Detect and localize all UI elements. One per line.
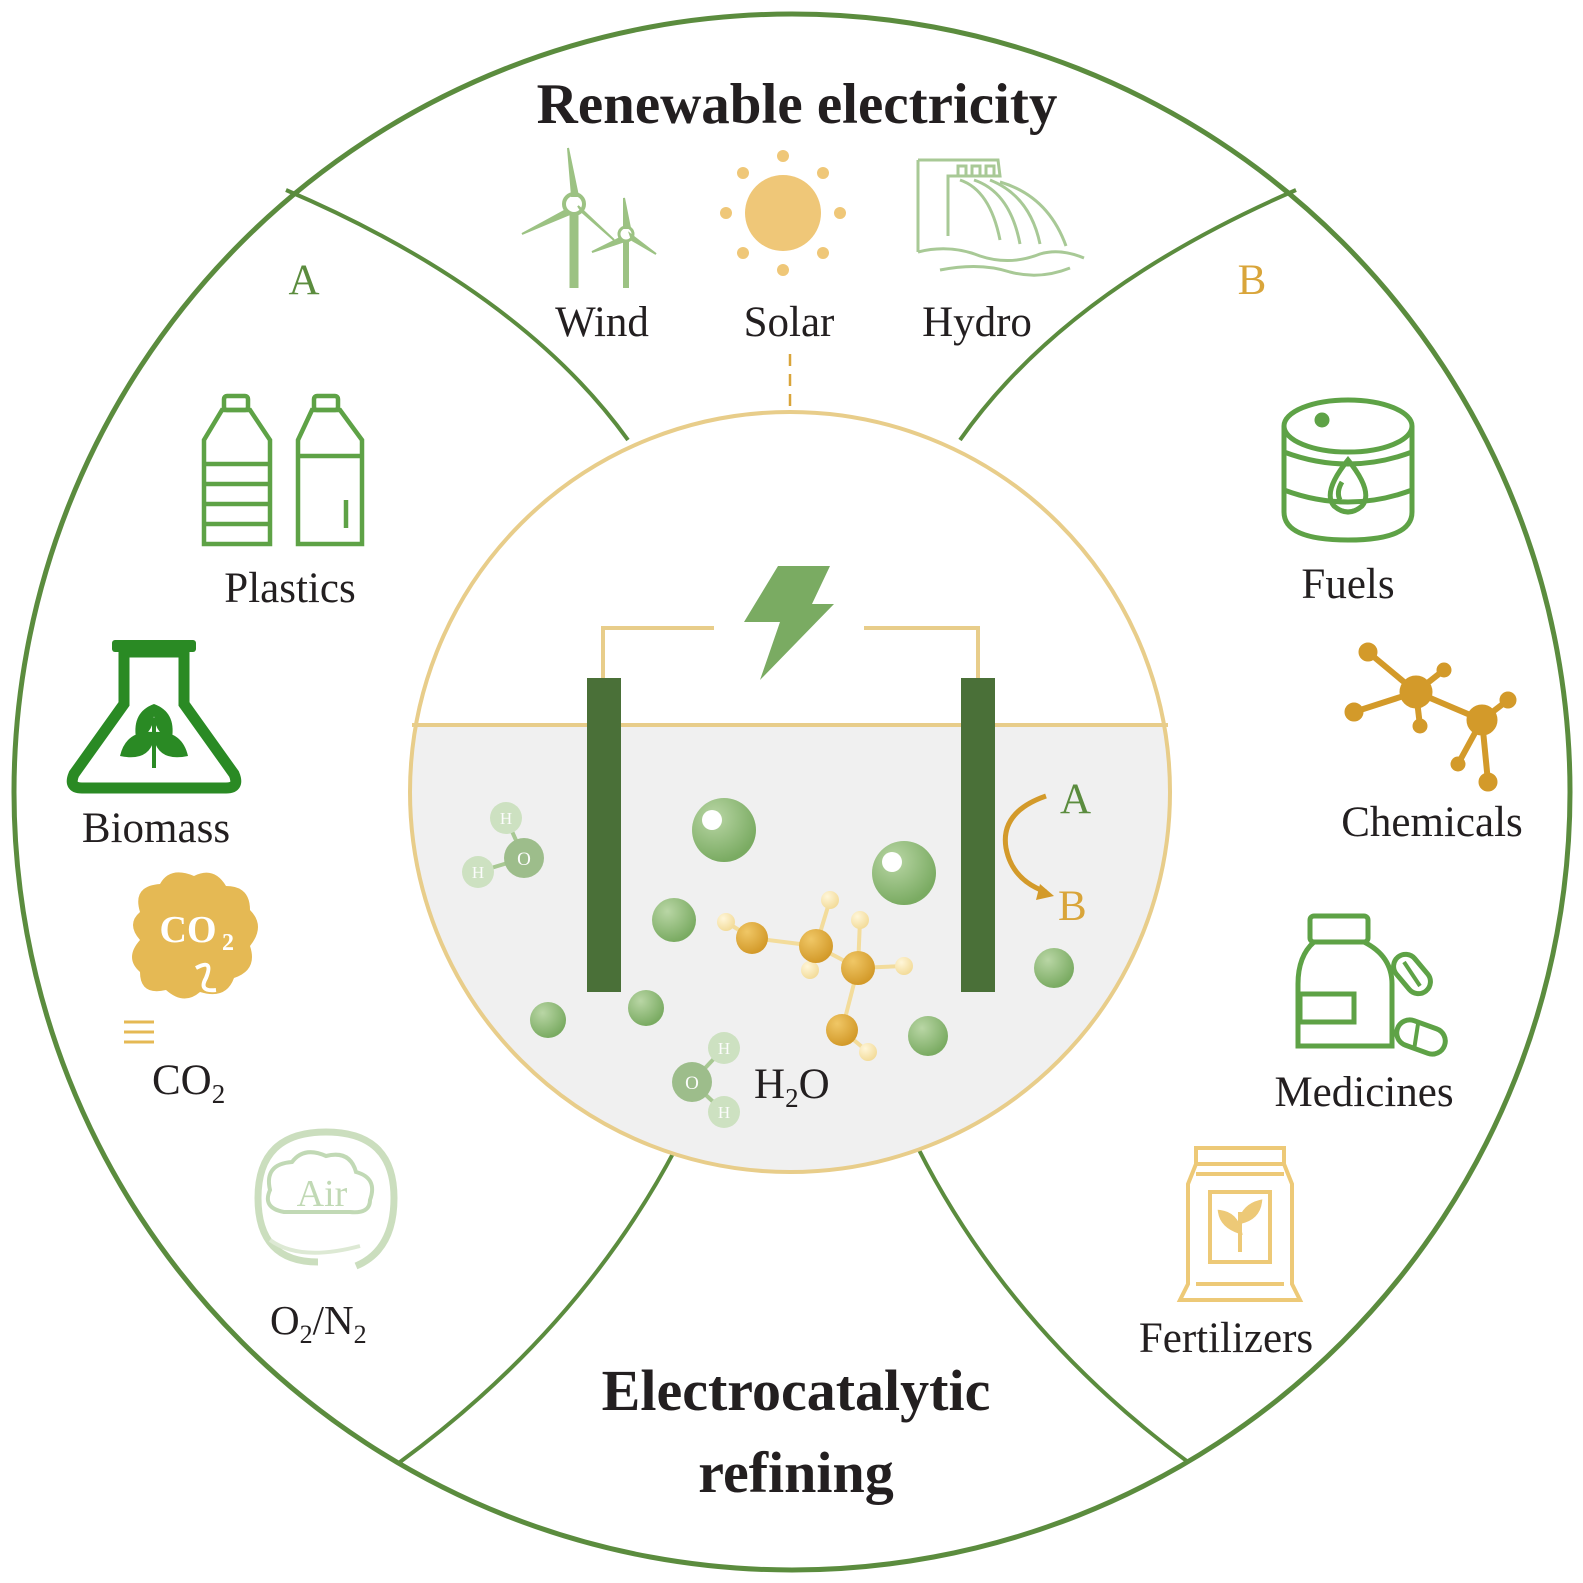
reaction-arrow [1002, 793, 1054, 900]
medicines-icon [1295, 913, 1448, 1057]
lightning-icon [744, 566, 834, 680]
chemicals-label: Chemicals [1341, 799, 1523, 846]
divider-arc-bottom-right [916, 1147, 1190, 1464]
sun-icon [720, 150, 846, 276]
svg-text:CO: CO [160, 909, 217, 951]
fertilizers-label: Fertilizers [1139, 1315, 1313, 1362]
footer-line1: Electrocatalytic [602, 1358, 991, 1423]
reaction-label-a: A [1060, 776, 1091, 823]
chemicals-molecule-icon [1344, 642, 1517, 792]
right-electrode [961, 678, 995, 992]
co2-label: CO2 [152, 1057, 225, 1109]
svg-text:2: 2 [222, 930, 234, 956]
svg-text:H: H [472, 863, 484, 882]
air-icon: Air [254, 1128, 398, 1270]
organic-molecule [717, 891, 913, 1061]
o2-n2-label: O2/N2 [270, 1297, 367, 1349]
plastic-bottles-icon [201, 393, 365, 547]
left-marker: A [288, 257, 319, 304]
svg-text:Air: Air [297, 1173, 348, 1215]
svg-text:O: O [685, 1073, 699, 1094]
fuels-label: Fuels [1301, 561, 1394, 608]
co2-cloud-icon: CO 2 [124, 872, 258, 1044]
water-label: H2O [754, 1061, 830, 1113]
outer-ring [11, 11, 1573, 1573]
divider-arc-bottom-left [398, 1147, 678, 1464]
biomass-flask-icon [66, 640, 242, 794]
plastics-label: Plastics [224, 565, 355, 612]
wind-label: Wind [555, 299, 649, 346]
reaction-label-b: B [1058, 883, 1087, 930]
divider-arc-top-right [958, 188, 1297, 442]
fuel-barrel-icon [1281, 397, 1415, 543]
water-molecule-top: H H O [462, 802, 544, 888]
water-molecule-bottom: H H O [672, 1032, 740, 1128]
header-title: Renewable electricity [537, 73, 1058, 136]
fertilizer-bag-icon [1176, 1146, 1304, 1302]
biomass-label: Biomass [82, 805, 230, 852]
particles [530, 798, 1074, 1056]
divider-arc-top-left [285, 188, 630, 442]
hydro-label: Hydro [922, 299, 1032, 346]
footer-line2: refining [698, 1440, 894, 1505]
hydro-dam-icon [916, 158, 1085, 277]
svg-text:H: H [718, 1039, 730, 1058]
medicines-label: Medicines [1274, 1069, 1453, 1116]
svg-text:H: H [718, 1103, 730, 1122]
svg-text:O: O [517, 849, 531, 870]
svg-text:H: H [500, 809, 512, 828]
wind-turbine-icon [521, 147, 657, 288]
left-electrode [587, 678, 621, 992]
solar-label: Solar [744, 299, 835, 346]
right-marker: B [1238, 257, 1267, 304]
